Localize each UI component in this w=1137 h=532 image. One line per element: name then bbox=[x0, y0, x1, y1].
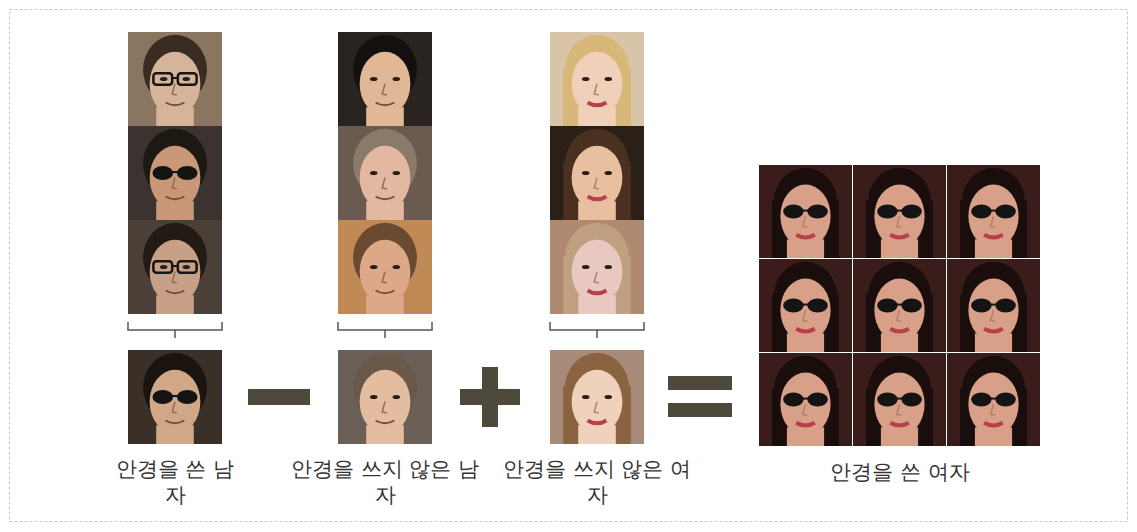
image-with-caption: 안경을 쓰지 않은 여자 bbox=[495, 350, 699, 513]
face-photo bbox=[947, 353, 1040, 446]
bracket bbox=[338, 322, 432, 338]
face-photo bbox=[759, 353, 852, 446]
minus-sign bbox=[248, 389, 310, 405]
caption: 안경을 쓴 남자 bbox=[115, 456, 235, 509]
caption: 안경을 쓴 여자 bbox=[755, 459, 1045, 485]
face-photo bbox=[759, 259, 852, 352]
image-with-caption: 안경을 쓴 여자 bbox=[750, 165, 1050, 489]
face-photo bbox=[550, 350, 644, 444]
face-photo bbox=[550, 32, 644, 126]
face-photo bbox=[853, 353, 946, 446]
face-photo bbox=[128, 126, 222, 220]
caption: 안경을 쓰지 않은 남자 bbox=[290, 456, 480, 509]
face-photo bbox=[128, 220, 222, 314]
equals-sign bbox=[668, 376, 732, 390]
face-photo bbox=[947, 259, 1040, 352]
face-photo bbox=[550, 220, 644, 314]
face-photo bbox=[947, 165, 1040, 258]
face-photo bbox=[128, 350, 222, 444]
operators bbox=[248, 367, 732, 427]
equals-sign bbox=[668, 403, 732, 417]
brackets bbox=[128, 322, 644, 338]
caption: 안경을 쓰지 않은 여자 bbox=[502, 456, 692, 509]
image-with-caption: 안경을 쓰지 않은 남자 bbox=[283, 350, 487, 513]
face-photo bbox=[550, 126, 644, 220]
image-with-caption: 안경을 쓴 남자 bbox=[108, 350, 242, 513]
face-photo bbox=[338, 350, 432, 444]
face-photo bbox=[853, 259, 946, 352]
plus-sign bbox=[460, 389, 520, 405]
bracket bbox=[550, 322, 644, 338]
face-photo bbox=[128, 32, 222, 126]
face-photo bbox=[338, 32, 432, 126]
face-photo bbox=[338, 220, 432, 314]
face-photo bbox=[759, 165, 852, 258]
face-photo bbox=[853, 165, 946, 258]
bracket bbox=[128, 322, 222, 338]
frame-border bbox=[10, 10, 1128, 522]
face-photo bbox=[338, 126, 432, 220]
